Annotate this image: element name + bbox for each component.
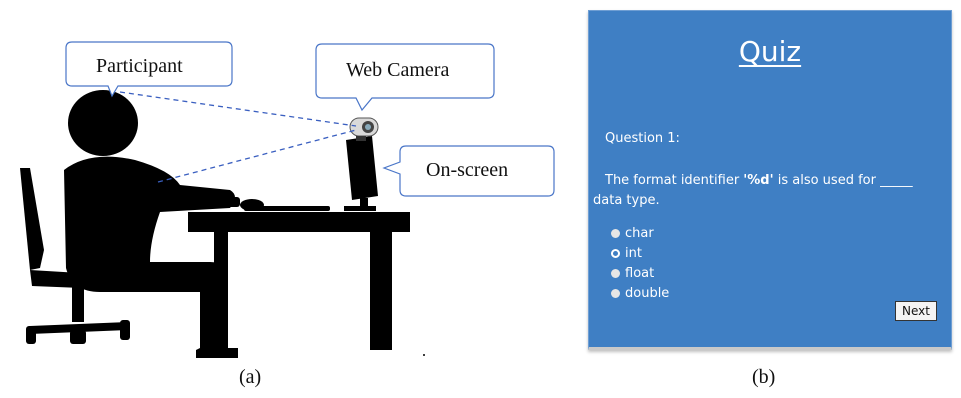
desk <box>188 212 410 350</box>
option-label: float <box>625 265 655 281</box>
monitor <box>344 136 378 211</box>
caption-b: (b) <box>752 366 776 388</box>
participant-silhouette <box>64 90 240 358</box>
setup-diagram: Participant Web Camera On-screen (a) <box>20 41 555 388</box>
option-label: int <box>625 245 642 261</box>
option-char[interactable]: char <box>611 223 669 243</box>
option-label: double <box>625 285 670 301</box>
option-label: char <box>625 225 654 241</box>
question-code: '%d' <box>743 173 774 188</box>
option-float[interactable]: float <box>611 263 669 283</box>
question-prefix: The format identifier <box>605 173 744 188</box>
radio-button[interactable] <box>611 228 620 238</box>
radio-button-selected[interactable] <box>611 248 620 258</box>
keyboard <box>240 199 330 211</box>
option-double[interactable]: double <box>611 283 669 303</box>
callout-web-camera <box>315 43 495 112</box>
option-int[interactable]: int <box>611 243 669 263</box>
answer-options: char int float double <box>611 223 669 303</box>
quiz-panel: Quiz Question 1: The format identifier '… <box>588 10 952 350</box>
web-camera-icon <box>349 117 379 141</box>
question-suffix: is also used for _____ data type. <box>593 173 913 208</box>
callout-participant <box>65 41 233 98</box>
radio-button[interactable] <box>611 288 620 298</box>
quiz-title: Quiz <box>738 35 802 68</box>
sightlines <box>119 91 357 183</box>
callout-label-participant: Participant <box>96 55 183 77</box>
callout-on-screen <box>382 145 555 197</box>
question-text: The format identifier '%d' is also used … <box>593 171 943 211</box>
next-button[interactable]: Next <box>895 301 937 321</box>
callout-label-web-camera: Web Camera <box>346 59 450 81</box>
setup-scene <box>20 41 555 358</box>
radio-button[interactable] <box>611 268 620 278</box>
caption-a: (a) <box>239 366 262 388</box>
callout-label-on-screen: On-screen <box>426 159 509 181</box>
question-label: Question 1: <box>605 131 680 146</box>
